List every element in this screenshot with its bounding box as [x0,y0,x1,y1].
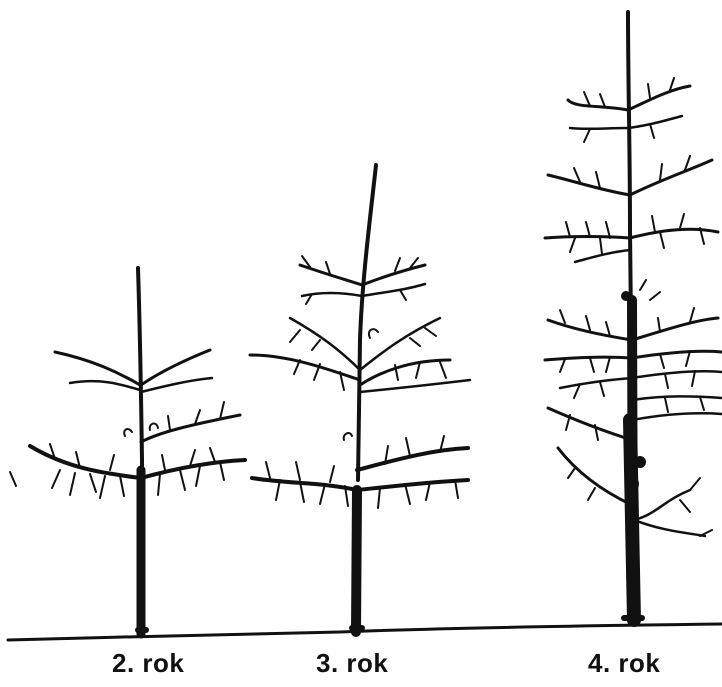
label-year-2: 2. rok [112,648,184,679]
tree-year-3 [250,165,470,632]
label-year-3: 3. rok [316,648,388,679]
tree-year-2 [10,268,245,636]
label-year-4: 4. rok [588,648,660,679]
ground-line [8,624,722,640]
tree-year-4 [545,12,722,620]
